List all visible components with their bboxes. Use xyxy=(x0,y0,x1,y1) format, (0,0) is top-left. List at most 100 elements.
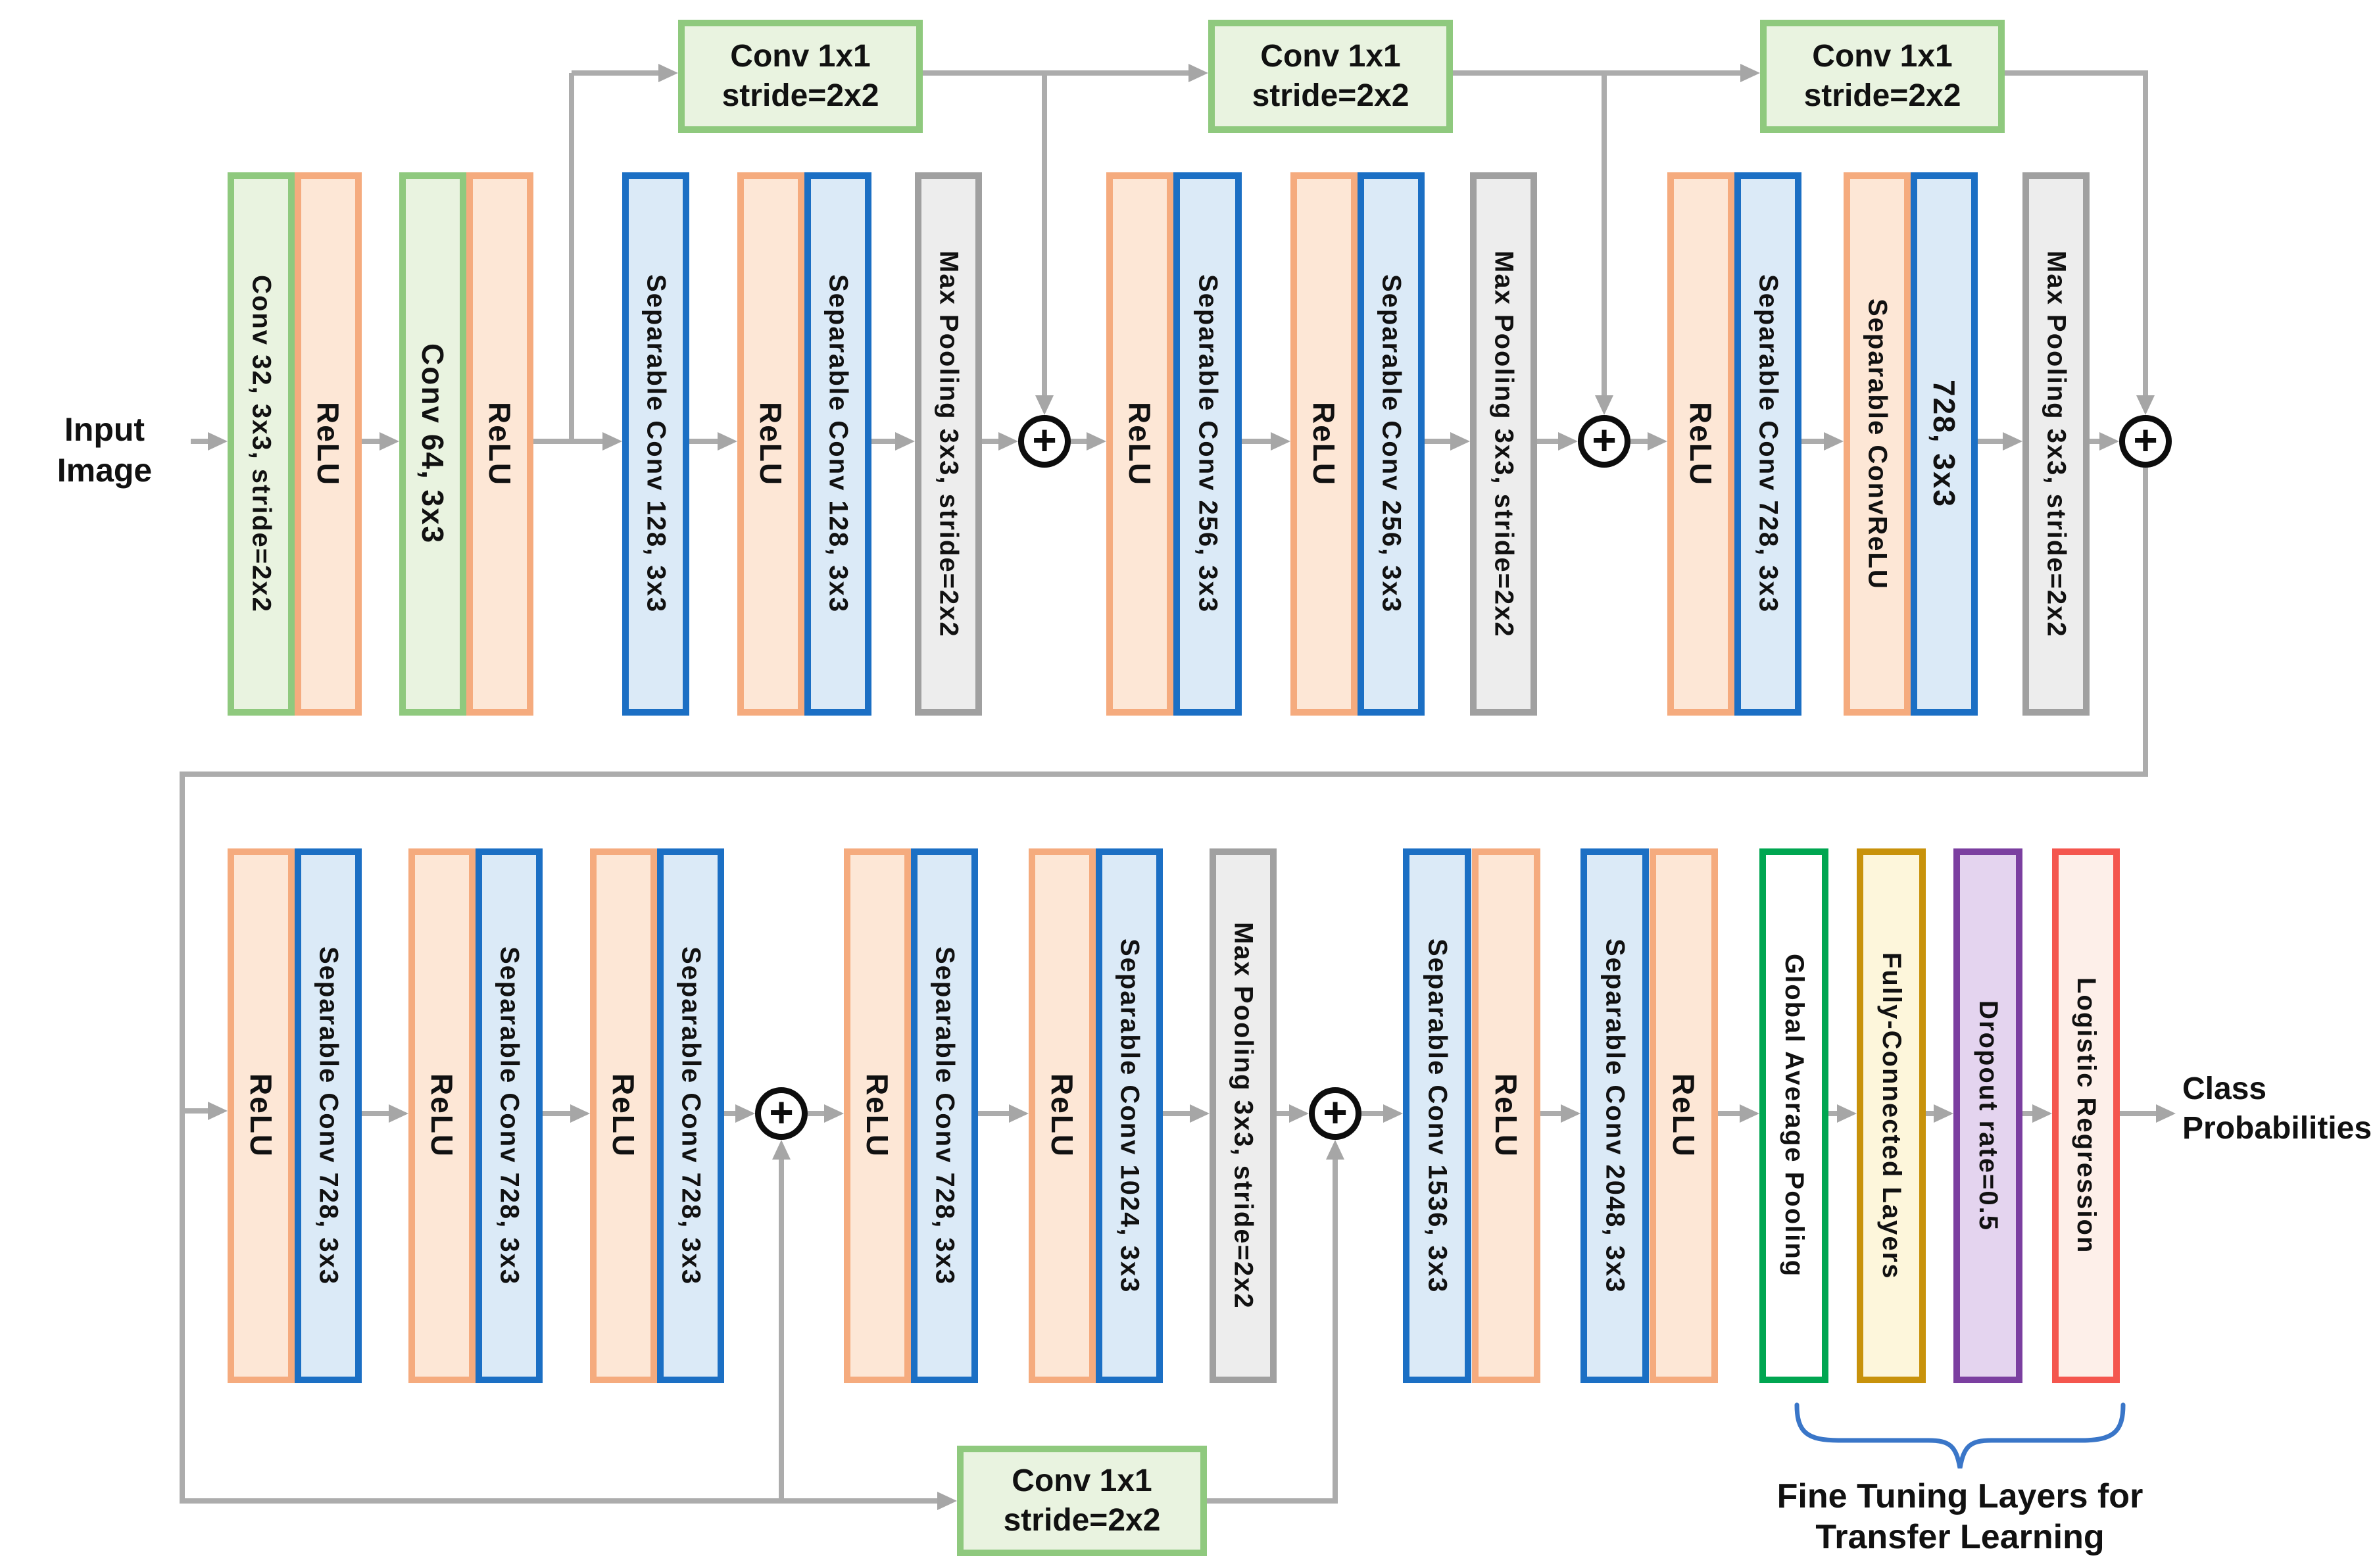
arrowhead-icon xyxy=(1558,432,1578,451)
arrow xyxy=(2120,1111,2156,1116)
arrowhead-icon xyxy=(1740,64,1760,82)
layer-sepconv128-a: Separable Conv 128, 3x3 xyxy=(622,172,689,716)
layer-sepconv728-b: Separable Conv 728, 3x3 xyxy=(476,848,543,1383)
arrow xyxy=(871,439,895,444)
relu-icon: ReLU xyxy=(1106,172,1173,716)
layer-fully-connected: Fully-Connected Layers xyxy=(1857,848,1926,1383)
skip-riser xyxy=(779,1160,784,1501)
layer-global-average-pooling: Global Average Pooling xyxy=(1759,848,1828,1383)
arrowhead-icon xyxy=(602,432,622,451)
layer-sepconv1024: Separable Conv 1024, 3x3 xyxy=(1096,848,1163,1383)
arrowhead-icon xyxy=(2032,1104,2052,1123)
arrow xyxy=(1361,1111,1383,1116)
arrowhead-icon xyxy=(1837,1104,1857,1123)
arrowhead-icon xyxy=(208,432,228,451)
class-probabilities-label: Class Probabilities xyxy=(2182,1071,2372,1146)
add-node-icon: + xyxy=(2119,415,2172,468)
layer-conv64: Conv 64, 3x3 xyxy=(399,172,466,716)
arrow xyxy=(543,1111,570,1116)
arrowhead-icon xyxy=(1087,432,1106,451)
arrowhead-icon xyxy=(718,432,737,451)
arrowhead-icon xyxy=(658,64,678,82)
skip-rail xyxy=(1453,70,1740,76)
arrowhead-icon xyxy=(1035,395,1054,415)
arrowhead-icon xyxy=(208,1102,228,1120)
add-node-icon: + xyxy=(1578,415,1630,468)
arrow xyxy=(1978,439,2003,444)
arrowhead-icon xyxy=(1740,1104,1759,1123)
skip-riser xyxy=(1333,1160,1338,1501)
skip-riser xyxy=(569,73,574,441)
relu-icon: ReLU xyxy=(408,848,476,1383)
layer-sepconv256-a: Separable Conv 256, 3x3 xyxy=(1173,172,1242,716)
layer-maxpool-1: Max Pooling 3x3, stride=2x2 xyxy=(915,172,982,716)
relu-icon: ReLU xyxy=(228,848,295,1383)
input-image-label: Input Image xyxy=(57,411,153,489)
relu-icon: ReLU xyxy=(844,848,911,1383)
skip-rail xyxy=(923,70,1188,76)
arrowhead-icon xyxy=(1648,432,1667,451)
wrap-line xyxy=(2143,468,2148,774)
relu-icon: ReLU xyxy=(1667,172,1734,716)
layer-logistic-regression: Logistic Regression xyxy=(2052,848,2120,1383)
arrowhead-icon xyxy=(2156,1104,2176,1123)
arrow xyxy=(689,439,718,444)
arrowhead-icon xyxy=(1190,1104,1210,1123)
arrow xyxy=(362,439,380,444)
arrow xyxy=(1718,1111,1740,1116)
arrow xyxy=(978,1111,1009,1116)
arrowhead-icon xyxy=(1561,1104,1580,1123)
arrow xyxy=(1537,439,1558,444)
skip-rail-bottom xyxy=(1207,1498,1338,1504)
layer-sepconv728-a: Separable Conv 728, 3x3 xyxy=(295,848,362,1383)
arrow xyxy=(1926,1111,1934,1116)
arrowhead-icon xyxy=(937,1492,957,1510)
add-node-icon: + xyxy=(1309,1087,1361,1140)
arrowhead-icon xyxy=(380,432,399,451)
arrow xyxy=(1630,439,1648,444)
arrow xyxy=(362,1111,389,1116)
add-node-icon: + xyxy=(1018,415,1071,468)
arrow xyxy=(808,1111,824,1116)
relu-icon: ReLU xyxy=(1472,848,1540,1383)
arrow xyxy=(182,1108,208,1114)
skip-rail-bottom xyxy=(182,1498,937,1504)
arrow xyxy=(191,439,208,444)
arrow xyxy=(1277,1111,1289,1116)
layer-sepconv256-b: Separable Conv 256, 3x3 xyxy=(1358,172,1425,716)
arrowhead-icon xyxy=(1934,1104,1953,1123)
layer-sepconv2048: Separable Conv 2048, 3x3 xyxy=(1580,848,1649,1383)
arrowhead-icon xyxy=(998,432,1018,451)
arrowhead-icon xyxy=(1009,1104,1029,1123)
skip-rail xyxy=(2005,70,2148,76)
relu-icon: ReLU xyxy=(295,172,362,716)
brace-icon xyxy=(1794,1402,2126,1469)
layer-sepconv728-c: Separable Conv 728, 3x3 xyxy=(657,848,724,1383)
add-node-icon: + xyxy=(755,1087,808,1140)
layer-conv32: Conv 32, 3x3, stride=2x2 xyxy=(228,172,295,716)
arrow xyxy=(2022,1111,2032,1116)
wrap-line xyxy=(180,772,2148,777)
arrowhead-icon xyxy=(389,1104,408,1123)
arrow xyxy=(1828,1111,1837,1116)
arrowhead-icon xyxy=(570,1104,590,1123)
skip-rail xyxy=(572,70,658,76)
layer-728-3x3: 728, 3x3 xyxy=(1911,172,1978,716)
arrow xyxy=(1425,439,1450,444)
layer-maxpool-4: Max Pooling 3x3, stride=2x2 xyxy=(1210,848,1277,1383)
layer-sepconv728-d: Separable Conv 728, 3x3 xyxy=(911,848,978,1383)
arrow xyxy=(1163,1111,1190,1116)
layer-sepconv728: Separable Conv 728, 3x3 xyxy=(1734,172,1801,716)
layer-maxpool-3: Max Pooling 3x3, stride=2x2 xyxy=(2022,172,2090,716)
arrow xyxy=(2090,439,2099,444)
relu-icon: ReLU xyxy=(737,172,804,716)
arrowhead-icon xyxy=(735,1104,755,1123)
arrowhead-icon xyxy=(1595,395,1613,415)
layer-sepconv1536: Separable Conv 1536, 3x3 xyxy=(1403,848,1471,1383)
arrowhead-icon xyxy=(1271,432,1290,451)
